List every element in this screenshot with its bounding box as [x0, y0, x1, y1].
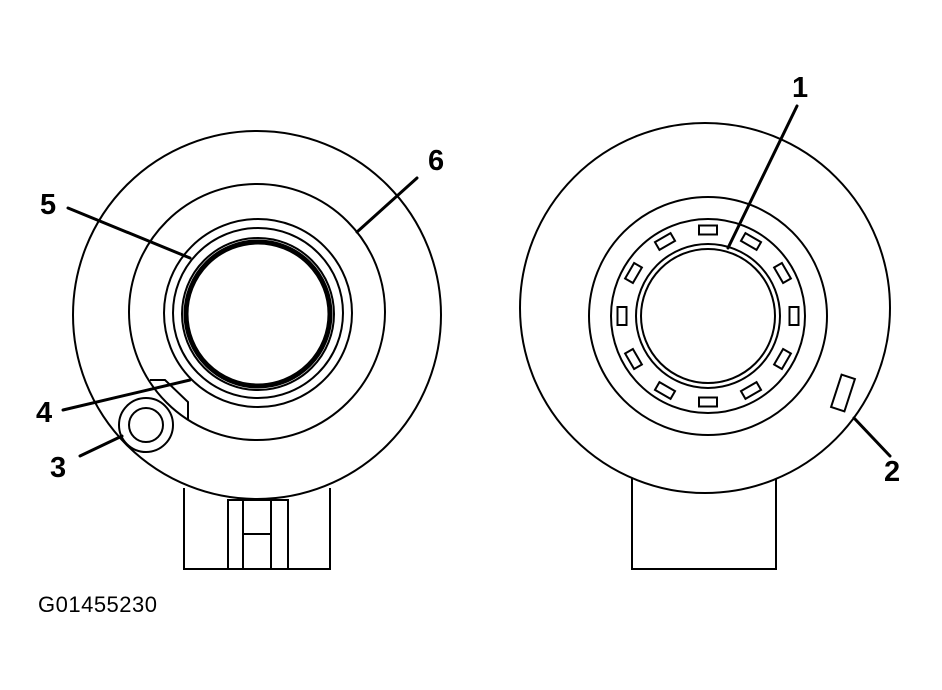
- leader-1: [726, 104, 799, 250]
- callouts: 1 2 3 4 5 6: [36, 72, 900, 488]
- right-middle-ring: [588, 196, 828, 436]
- slot: [739, 380, 763, 401]
- callout-6: 6: [428, 145, 444, 177]
- left-collar-inner: [172, 227, 344, 399]
- right-slots: [616, 224, 800, 408]
- right-tab-2: [829, 373, 857, 413]
- callout-3: 3: [50, 452, 66, 484]
- leader-2: [852, 416, 892, 458]
- slot: [739, 231, 763, 252]
- slot: [772, 347, 793, 371]
- slot: [653, 231, 677, 252]
- right-view: [519, 122, 891, 570]
- left-tab-boss: [118, 397, 174, 453]
- left-bore-4: [183, 239, 333, 389]
- slot: [698, 224, 718, 236]
- left-collar-5: [163, 218, 353, 408]
- right-outer-body: [519, 122, 891, 494]
- left-bore-rim: [181, 237, 335, 391]
- right-slot-ring: [610, 218, 806, 414]
- slot: [772, 261, 793, 285]
- left-connector-terminal: [227, 499, 289, 570]
- slot: [623, 261, 644, 285]
- right-inner-rim: [635, 243, 781, 389]
- callout-1: 1: [792, 72, 808, 104]
- left-tab-outline: [150, 379, 189, 420]
- leader-lines: [61, 104, 892, 458]
- left-tab-hole-3: [128, 407, 164, 443]
- right-inner-bore: [640, 248, 776, 384]
- callout-5: 5: [40, 189, 56, 221]
- left-view: [72, 130, 442, 570]
- right-stem: [631, 460, 777, 570]
- callout-2: 2: [884, 456, 900, 488]
- left-ring-6: [128, 183, 386, 441]
- leader-3: [78, 434, 124, 458]
- slot: [698, 396, 718, 408]
- leader-6: [355, 176, 419, 234]
- leader-5: [66, 206, 192, 260]
- slot: [788, 306, 800, 326]
- slot: [616, 306, 628, 326]
- callout-4: 4: [36, 397, 52, 429]
- slot: [653, 380, 677, 401]
- leader-4: [61, 378, 192, 412]
- figure-id: G01455230: [38, 592, 158, 617]
- slot: [623, 347, 644, 371]
